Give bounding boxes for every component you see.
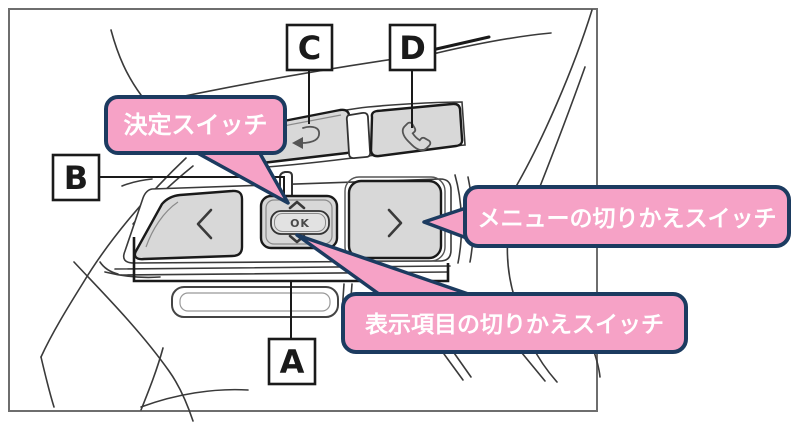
phone-button [369, 102, 464, 158]
index-letter-b: B [64, 159, 88, 197]
display-item-callout [341, 292, 688, 354]
index-box-b [51, 153, 101, 202]
index-box-c [285, 23, 334, 72]
chevron-left-icon [196, 208, 213, 240]
menu-switch-callout [463, 185, 791, 248]
phone-icon [401, 121, 432, 152]
index-box-a [267, 337, 317, 386]
ok-button [270, 210, 330, 235]
index-box-d [388, 23, 437, 72]
enter-switch-callout [104, 95, 287, 155]
index-annotations: A B C D [51, 23, 450, 386]
enter-switch-callout-label: 決定スイッチ [124, 111, 268, 139]
lower-switch-cluster: OK [114, 171, 452, 318]
back-arrow-icon [292, 125, 320, 149]
chevron-right-icon [387, 208, 403, 238]
index-letter-d: D [399, 29, 426, 67]
left-arrow-button [133, 189, 244, 261]
panel-divider [345, 111, 372, 160]
chevron-up-icon [288, 200, 306, 210]
menu-switch-callout-label: メニューの切りかえスイッチ [478, 206, 777, 232]
lower-trim-bar [171, 286, 339, 318]
index-letter-c: C [298, 29, 321, 67]
display-item-callout-label: 表示項目の切りかえスイッチ [365, 312, 664, 338]
ok-button-label: OK [290, 217, 310, 230]
index-letter-a: A [280, 343, 305, 381]
callouts: 決定スイッチ メニューの切りかえスイッチ 表示項目の切りかえスイッチ [104, 95, 791, 354]
